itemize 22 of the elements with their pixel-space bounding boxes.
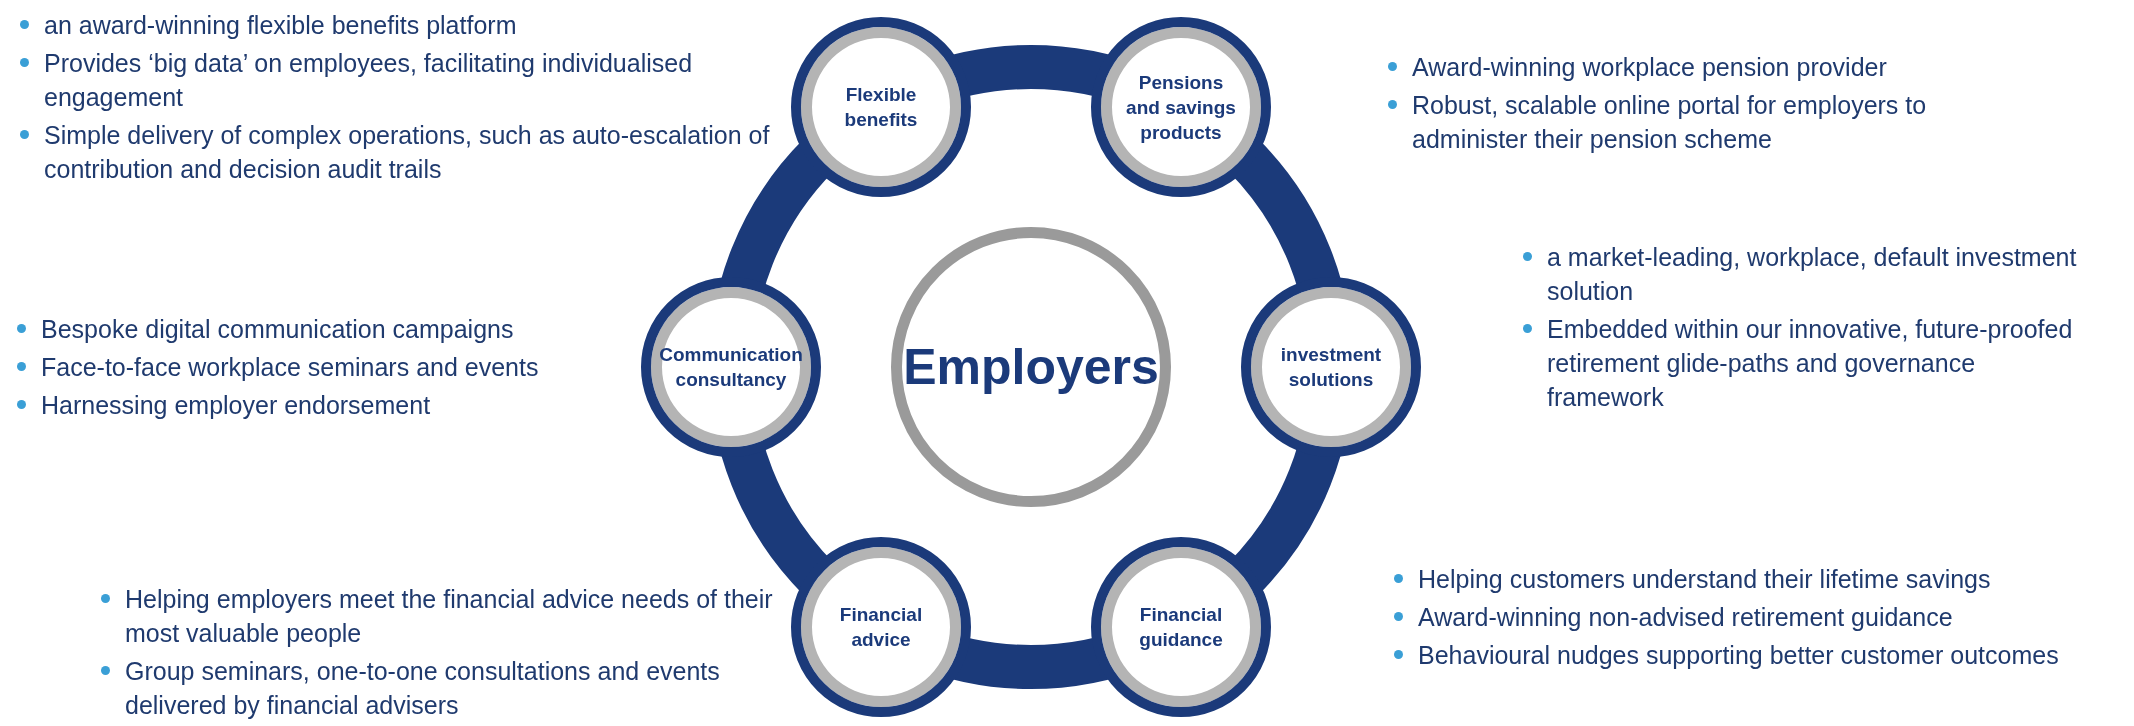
- node-label: investment solutions: [1279, 343, 1383, 392]
- bullet-point: Behavioural nudges supporting better customer outcomes: [1388, 638, 2108, 672]
- node-label: Employers: [903, 338, 1159, 396]
- bullet-point: Helping customers understand their lifetime savings: [1388, 562, 2108, 596]
- bullet-point: Provides ‘big data’ on employees, facilitating individualised engagement: [14, 46, 774, 114]
- node-label: Financial advice: [838, 602, 924, 652]
- bullet-point: Embedded within our innovative, future-proofed retirement glide-paths and governance framework: [1517, 312, 2077, 414]
- node-label: Communication consultancy: [659, 343, 803, 392]
- bullet-point: Bespoke digital communication campaigns: [11, 312, 571, 346]
- node-label: Flexible benefits: [843, 83, 919, 133]
- bullet-point: Award-winning workplace pension provider: [1382, 50, 2022, 84]
- bullet-point: Helping employers meet the financial advice needs of their most valuable people: [95, 582, 775, 650]
- bullet-point: Group seminars, one-to-one consultations and events delivered by financial advisers: [95, 654, 775, 722]
- bullet-point: a market-leading, workplace, default investment solution: [1517, 240, 2077, 308]
- bullet-point: Award-winning non-advised retirement guidance: [1388, 600, 2108, 634]
- node-label: Financial guidance: [1138, 602, 1224, 652]
- bullet-point: Face-to-face workplace seminars and events: [11, 350, 571, 384]
- bullet-point: an award-winning flexible benefits platform: [14, 8, 774, 42]
- bullet-point: Robust, scalable online portal for employers to administer their pension scheme: [1382, 88, 2022, 156]
- node-label: Pensions and savings products: [1125, 70, 1237, 145]
- bullet-point: Harnessing employer endorsement: [11, 388, 571, 422]
- bullet-point: Simple delivery of complex operations, such as auto-escalation of contribution and decision audit trails: [14, 118, 774, 186]
